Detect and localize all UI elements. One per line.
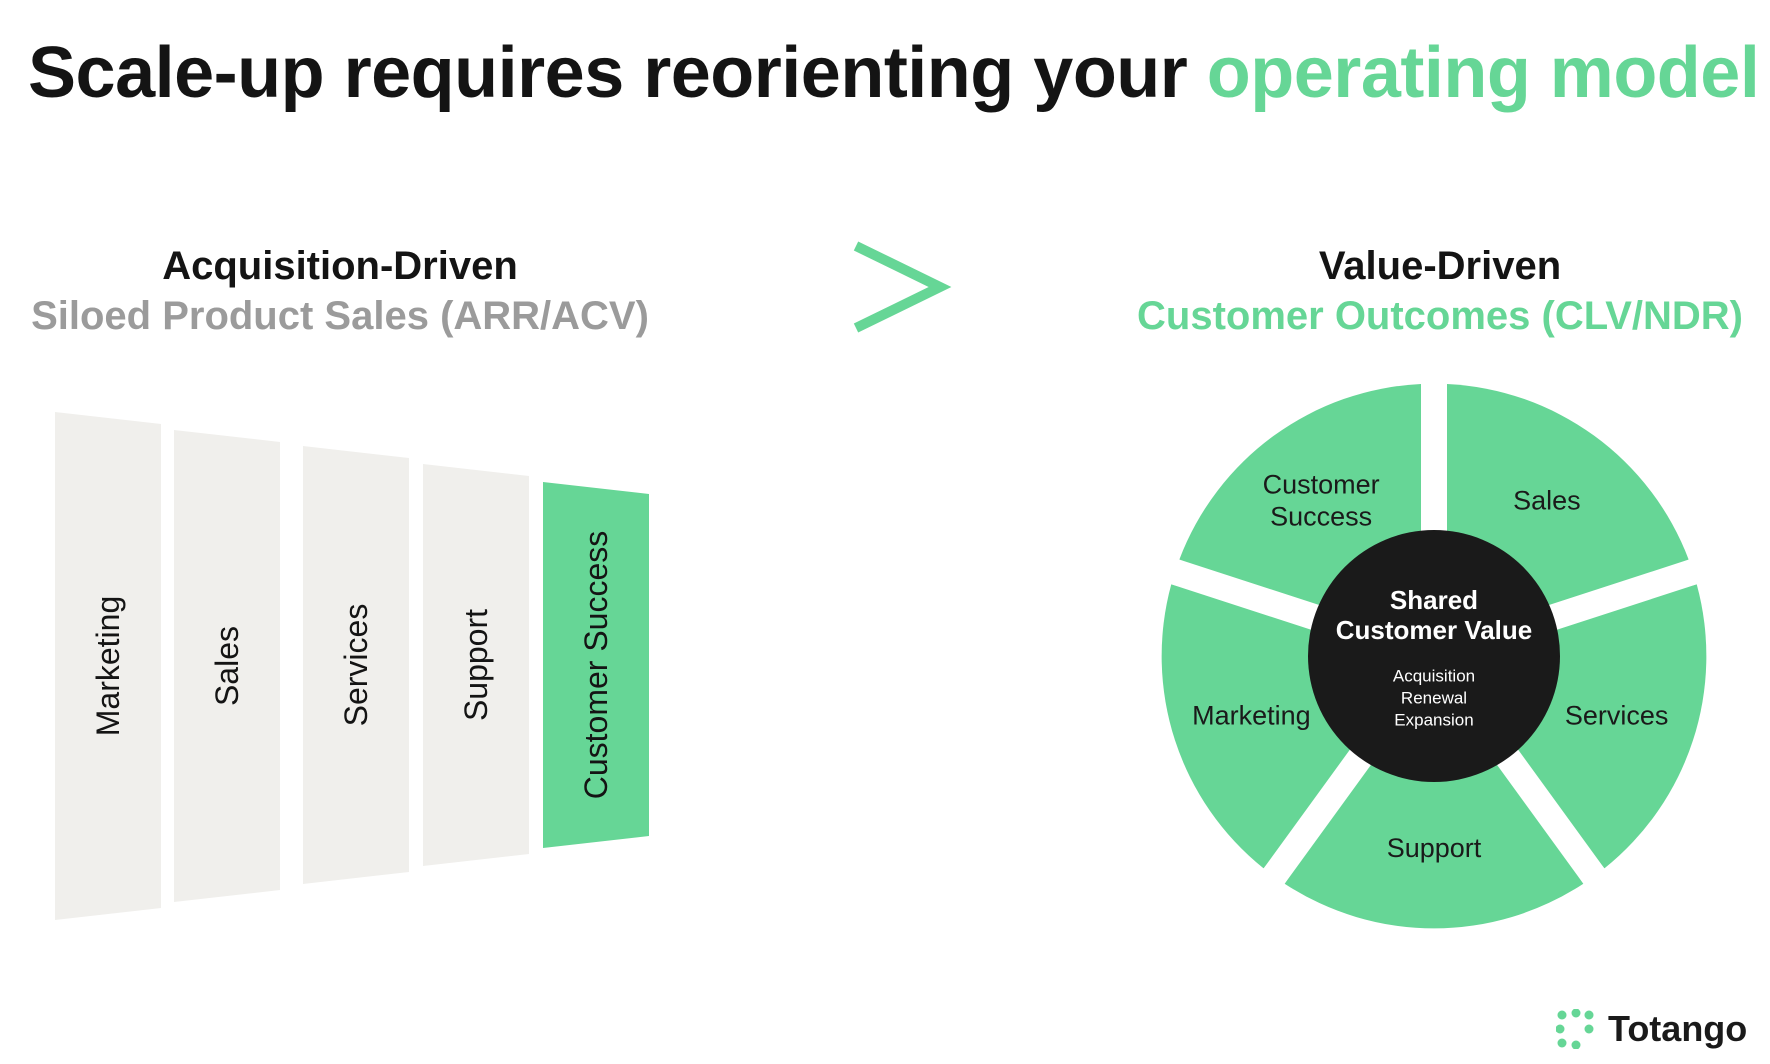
brand-name: Totango — [1608, 1008, 1748, 1049]
hub-item: Acquisition — [1393, 667, 1475, 686]
brand-logo: Totango — [1556, 1008, 1747, 1050]
title-lead: Scale-up requires reorienting your — [28, 33, 1207, 113]
segment-label: Sales — [1513, 486, 1581, 516]
hub-title-line2: Customer Value — [1336, 615, 1533, 645]
right-subheading: Customer Outcomes (CLV/NDR) — [1137, 294, 1743, 338]
silo-bar — [174, 430, 280, 902]
left-heading: Acquisition-Driven — [162, 244, 518, 288]
segment-label: Marketing — [1192, 700, 1311, 730]
silo-bar — [55, 412, 161, 920]
hub-title-line1: Shared — [1390, 585, 1478, 615]
silo-label: Sales — [209, 626, 245, 706]
wheel-segment-support: Support — [1284, 656, 1584, 929]
comparison-arrow-icon — [853, 241, 952, 333]
hub-item: Expansion — [1394, 711, 1473, 730]
hub-circle — [1308, 530, 1560, 782]
silo-bar — [423, 464, 529, 866]
silo-funnel: Marketing Sales Services Support Customer Su… — [55, 412, 649, 920]
silo-label: Marketing — [90, 596, 126, 737]
hub-item: Renewal — [1401, 689, 1467, 708]
silo-label: Services — [338, 604, 374, 727]
silo-support: Support — [423, 464, 529, 866]
segment-label: Services — [1565, 700, 1669, 730]
silo-label: Support — [458, 609, 494, 721]
silo-services: Services — [303, 446, 409, 884]
segment-label: Support — [1387, 833, 1482, 863]
silo-sales: Sales — [174, 430, 280, 902]
slide-title: Scale-up requires reorienting your opera… — [28, 32, 1760, 114]
left-subheading: Siloed Product Sales (ARR/ACV) — [31, 294, 649, 338]
silo-bar — [303, 446, 409, 884]
segment-label: Success — [1270, 502, 1372, 532]
right-heading: Value-Driven — [1318, 244, 1562, 288]
silo-bar — [543, 482, 649, 848]
title-accent: operating model — [1206, 33, 1760, 113]
segment-label: Customer — [1263, 470, 1380, 500]
segment-shape — [1284, 656, 1584, 929]
silo-customer-success: Customer Success — [543, 482, 649, 848]
silo-label: Customer Success — [578, 531, 614, 800]
dots-logo-icon — [1556, 1009, 1594, 1049]
silo-marketing: Marketing — [55, 412, 161, 920]
